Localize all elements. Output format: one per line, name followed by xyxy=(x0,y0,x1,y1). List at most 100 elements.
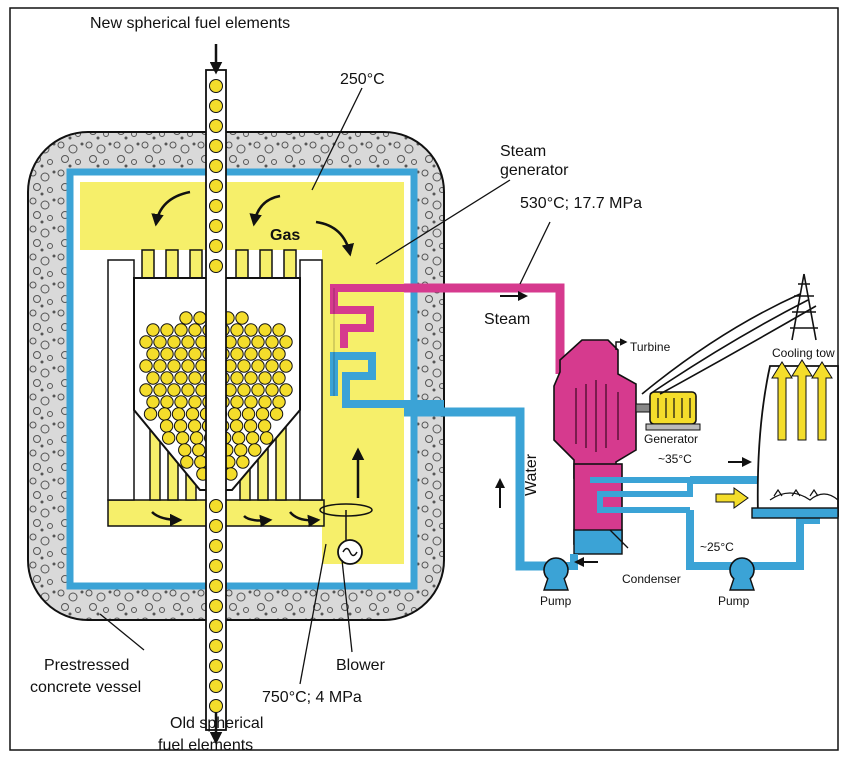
fuel-sphere xyxy=(237,335,251,349)
fuel-sphere xyxy=(188,323,202,337)
gas-label: Gas xyxy=(270,227,301,244)
fuel-sphere xyxy=(209,559,223,573)
fuel-sphere xyxy=(251,359,265,373)
vessel-label-line2: concrete vessel xyxy=(30,679,142,696)
steam-label: Steam xyxy=(484,311,531,328)
fuel-sphere xyxy=(153,335,167,349)
fuel-sphere xyxy=(209,619,223,633)
temp-35-label: ~35°C xyxy=(658,452,692,466)
fuel-sphere xyxy=(193,311,207,325)
condenser xyxy=(573,463,693,555)
fuel-sphere xyxy=(187,419,202,433)
fuel-sphere xyxy=(189,431,204,445)
turbine-label: Turbine xyxy=(630,340,671,354)
fuel-sphere xyxy=(209,539,223,553)
fuel-sphere xyxy=(244,323,258,337)
fuel-sphere xyxy=(167,383,181,397)
fuel-sphere xyxy=(180,455,194,469)
fuel-sphere xyxy=(272,395,286,409)
fuel-sphere xyxy=(248,443,262,457)
fuel-sphere xyxy=(160,371,174,385)
fuel-sphere xyxy=(188,347,202,361)
cooling-tower-label: Cooling tow xyxy=(772,346,835,360)
fuel-sphere xyxy=(243,419,258,433)
fuel-sphere xyxy=(272,371,286,385)
steam-generator-steam-coil xyxy=(330,284,410,348)
fuel-sphere xyxy=(181,335,195,349)
fuel-sphere xyxy=(188,371,202,385)
fuel-sphere xyxy=(153,359,167,373)
fuel-sphere xyxy=(255,407,270,421)
fuel-sphere xyxy=(241,407,256,421)
old-fuel-label-line2: fuel elements xyxy=(158,737,254,754)
transmission-lines xyxy=(641,273,818,395)
fuel-sphere xyxy=(171,407,186,421)
cooling-tower xyxy=(715,359,839,519)
blower xyxy=(319,503,373,565)
fuel-sphere xyxy=(146,395,160,409)
fuel-sphere xyxy=(236,455,250,469)
fuel-sphere xyxy=(174,395,188,409)
fuel-sphere xyxy=(209,239,223,253)
temp-25-label: ~25°C xyxy=(700,540,734,554)
fuel-sphere xyxy=(209,659,223,673)
pump-left-symbol xyxy=(543,557,569,591)
fuel-sphere xyxy=(173,419,188,433)
fuel-sphere xyxy=(160,395,174,409)
fuel-sphere xyxy=(209,599,223,613)
feedwater-line xyxy=(404,407,548,571)
fuel-sphere xyxy=(230,395,244,409)
fuel-sphere xyxy=(231,431,246,445)
fuel-sphere xyxy=(259,431,274,445)
fuel-sphere xyxy=(179,311,193,325)
steam-generator-water-coil xyxy=(330,352,444,412)
fuel-sphere xyxy=(139,335,153,349)
fuel-sphere xyxy=(209,79,223,93)
gas-flow-arrows xyxy=(151,190,365,528)
fuel-sphere xyxy=(167,359,181,373)
fuel-sphere xyxy=(229,419,244,433)
fuel-sphere xyxy=(174,323,188,337)
fuel-sphere xyxy=(245,431,260,445)
old-fuel-label-line1: Old spherical xyxy=(170,715,264,732)
fuel-sphere xyxy=(159,419,174,433)
fuel-sphere xyxy=(181,359,195,373)
generator-label: Generator xyxy=(644,432,699,446)
fuel-sphere xyxy=(265,359,279,373)
fuel-sphere xyxy=(209,159,223,173)
fuel-sphere xyxy=(272,323,286,337)
fuel-sphere xyxy=(209,179,223,193)
fuel-sphere xyxy=(209,519,223,533)
generator xyxy=(645,391,701,431)
fuel-sphere xyxy=(209,639,223,653)
fuel-sphere xyxy=(230,347,244,361)
fuel-sphere xyxy=(209,219,223,233)
fuel-sphere xyxy=(257,419,272,433)
fuel-sphere xyxy=(174,347,188,361)
fuel-sphere xyxy=(227,407,242,421)
fuel-sphere xyxy=(181,383,195,397)
fuel-sphere xyxy=(244,371,258,385)
fuel-sphere xyxy=(265,383,279,397)
fuel-sphere xyxy=(279,359,293,373)
fuel-sphere xyxy=(153,383,167,397)
fuel-sphere xyxy=(178,443,192,457)
fuel-sphere xyxy=(209,119,223,133)
fuel-sphere xyxy=(230,371,244,385)
fuel-sphere xyxy=(279,335,293,349)
fuel-sphere xyxy=(146,347,160,361)
fuel-sphere xyxy=(209,499,223,513)
fuel-sphere xyxy=(167,335,181,349)
fuel-sphere xyxy=(272,347,286,361)
fuel-sphere xyxy=(192,443,206,457)
fuel-sphere xyxy=(160,323,174,337)
water-label: Water xyxy=(523,453,540,496)
blower-label: Blower xyxy=(336,657,385,674)
fuel-sphere xyxy=(237,383,251,397)
steam-generator-label-line2: generator xyxy=(500,162,569,179)
pump-left-label: Pump xyxy=(540,594,572,608)
fuel-sphere xyxy=(244,395,258,409)
fuel-sphere xyxy=(244,347,258,361)
fuel-sphere xyxy=(209,99,223,113)
label-leaders xyxy=(99,87,629,685)
